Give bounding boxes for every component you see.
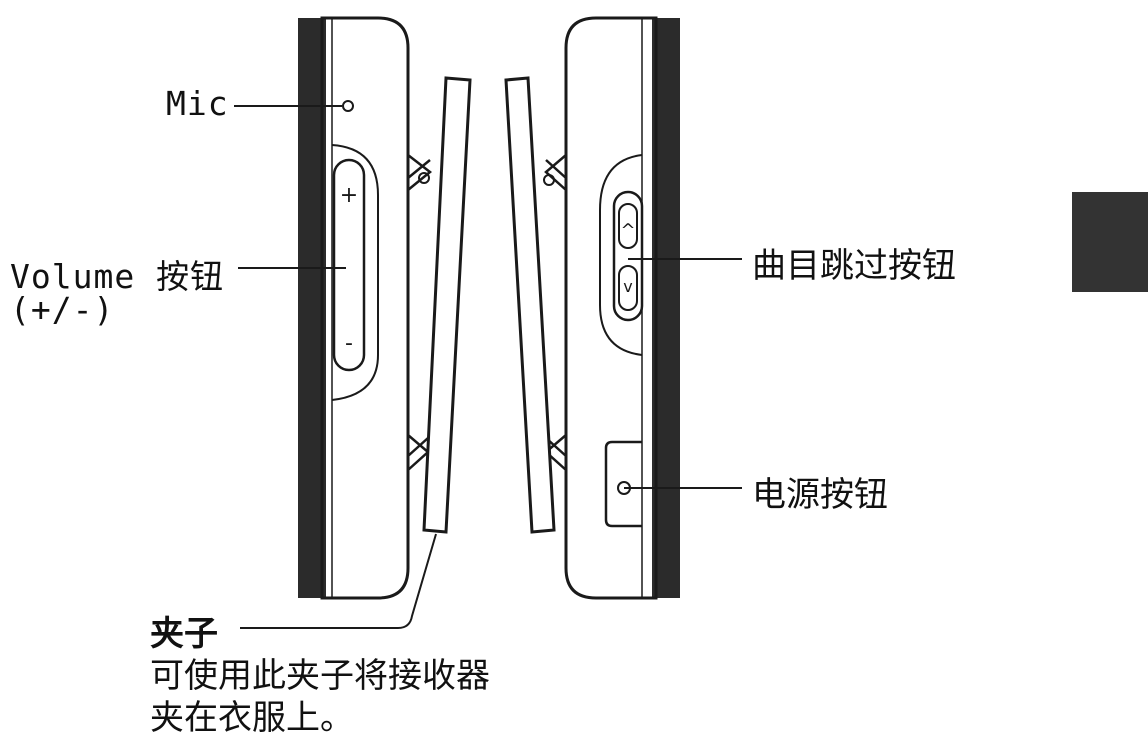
right-hinge-pin: [543, 174, 555, 186]
skip-bay-outline: [599, 154, 643, 356]
left-clip: [422, 76, 472, 534]
left-hinge-bottom: [407, 434, 430, 471]
clip-description-line1: 可使用此夹子将接收器: [150, 656, 490, 696]
skip-up-key: [618, 203, 638, 249]
mic-label: Mic: [166, 84, 229, 123]
skip-button: [612, 190, 644, 322]
right-device-body: [564, 16, 658, 600]
left-device: + -: [298, 16, 472, 600]
volume-bay-outline: [331, 144, 379, 401]
clip-leader-line: [240, 533, 437, 629]
section-tab: [1072, 192, 1148, 292]
volume-button: [332, 158, 366, 372]
mic-hole: [342, 100, 354, 112]
skip-up-glyph: ^: [620, 220, 635, 241]
left-hinge-pin: [418, 172, 430, 184]
clip-description-line2: 夹在衣服上。: [150, 698, 354, 734]
volume-label: Volume 按钮: [10, 257, 225, 296]
skip-down-key: [618, 265, 638, 311]
volume-plus-glyph: +: [340, 183, 358, 208]
power-button-housing: [604, 440, 642, 528]
right-device: ^ v: [504, 16, 680, 600]
power-button-label: 电源按钮: [752, 475, 888, 515]
volume-label-sub: (+/-): [10, 290, 115, 329]
leader-lines: [234, 105, 742, 629]
left-device-body: [320, 16, 410, 600]
right-clip: [504, 76, 556, 534]
volume-minus-glyph: -: [345, 331, 353, 356]
right-hinge-top: [544, 154, 567, 191]
skip-down-glyph: v: [623, 277, 632, 296]
skip-button-label: 曲目跳过按钮: [752, 246, 956, 286]
left-hinge-top: [407, 154, 433, 191]
clip-label: 夹子: [150, 614, 218, 654]
